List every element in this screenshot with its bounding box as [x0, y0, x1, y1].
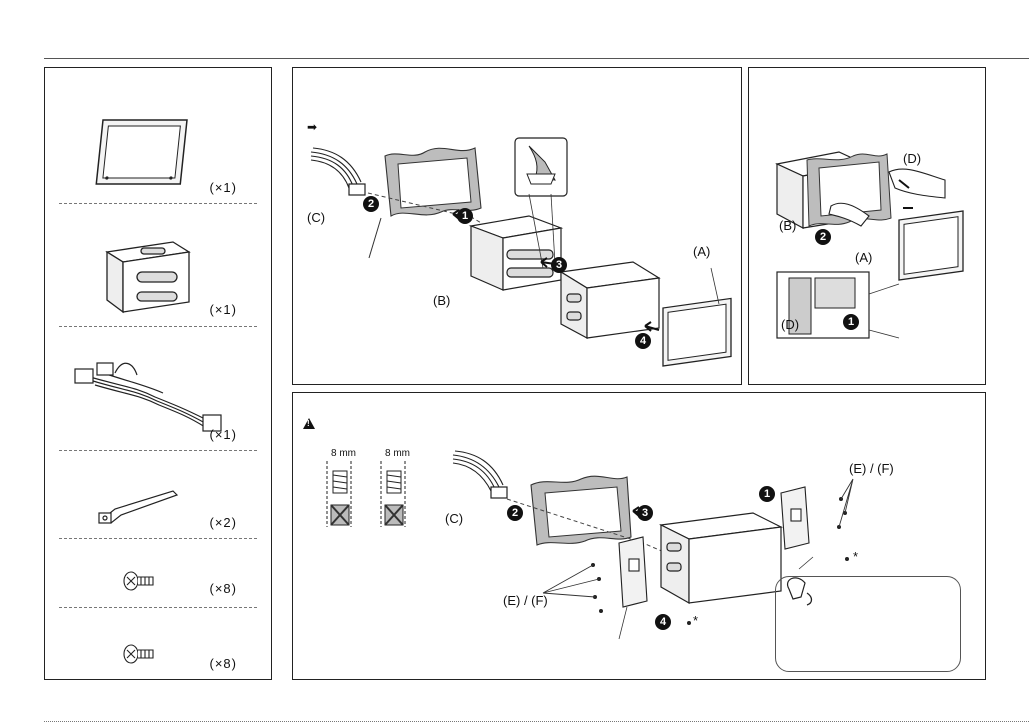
detail-callout: [775, 576, 961, 672]
label-a: (A): [693, 244, 710, 259]
part-qty: (×1): [210, 427, 237, 442]
part-row-trim-plate: (×1): [45, 68, 271, 203]
round-head-screw-icon: [45, 608, 271, 680]
top-rule: [44, 58, 1029, 59]
label-b: (B): [779, 218, 796, 233]
step-1-badge: 1: [759, 486, 775, 502]
label-e-f: (E) / (F): [503, 593, 548, 608]
asterisk-note: *: [853, 549, 858, 564]
harness-cable-icon: [311, 148, 361, 188]
asterisk-note: *: [693, 613, 698, 628]
installation-diagram: [293, 68, 743, 386]
step-4-badge: 4: [635, 333, 651, 349]
part-qty: (×2): [210, 515, 237, 530]
part-row-flat-head-screw: (×8): [45, 539, 271, 607]
step-1-badge: 1: [843, 314, 859, 330]
part-row-wiring-harness: (×1): [45, 327, 271, 450]
bracket-mounting-panel: 8 mm 8 mm: [292, 392, 986, 680]
label-b: (B): [433, 293, 450, 308]
extraction-key-icon: [45, 451, 271, 537]
trim-plate-icon: [45, 68, 271, 203]
step-2-badge: 2: [507, 505, 523, 521]
part-qty: (×1): [210, 180, 237, 195]
part-qty: (×8): [210, 656, 237, 671]
part-row-round-head-screw: (×8): [45, 608, 271, 680]
head-unit: [561, 262, 659, 338]
trim-plate-a: [663, 298, 731, 366]
step-3-badge: 3: [551, 257, 567, 273]
part-row-mounting-sleeve: (×1): [45, 204, 271, 325]
removal-panel: (B) (D) (A) (D) 1 2: [748, 67, 986, 385]
label-a: (A): [855, 250, 872, 265]
step-2-badge: 2: [815, 229, 831, 245]
part-qty: (×1): [210, 302, 237, 317]
step-2-badge: 2: [363, 196, 379, 212]
label-d: (D): [903, 151, 921, 166]
step-4-badge: 4: [655, 614, 671, 630]
part-qty: (×8): [210, 581, 237, 596]
label-d: (D): [781, 317, 799, 332]
wiring-harness-icon: [45, 327, 271, 450]
step-3-badge: 3: [637, 505, 653, 521]
mounting-sleeve-icon: [45, 204, 271, 325]
parts-list-panel: (×1) (×1): [44, 67, 272, 680]
part-row-extraction-key: (×2): [45, 451, 271, 537]
sleeve-b: [471, 216, 561, 290]
installation-panel: ➡: [292, 67, 742, 385]
bottom-rule: [44, 721, 1029, 722]
trim-plate-a: [899, 211, 963, 280]
label-e-f: (E) / (F): [849, 461, 894, 476]
label-c: (C): [445, 511, 463, 526]
flat-head-screw-icon: [45, 539, 271, 607]
step-1-badge: 1: [457, 208, 473, 224]
screw-length-illustrations: [327, 461, 405, 527]
head-unit: [661, 513, 781, 603]
label-c: (C): [307, 210, 325, 225]
